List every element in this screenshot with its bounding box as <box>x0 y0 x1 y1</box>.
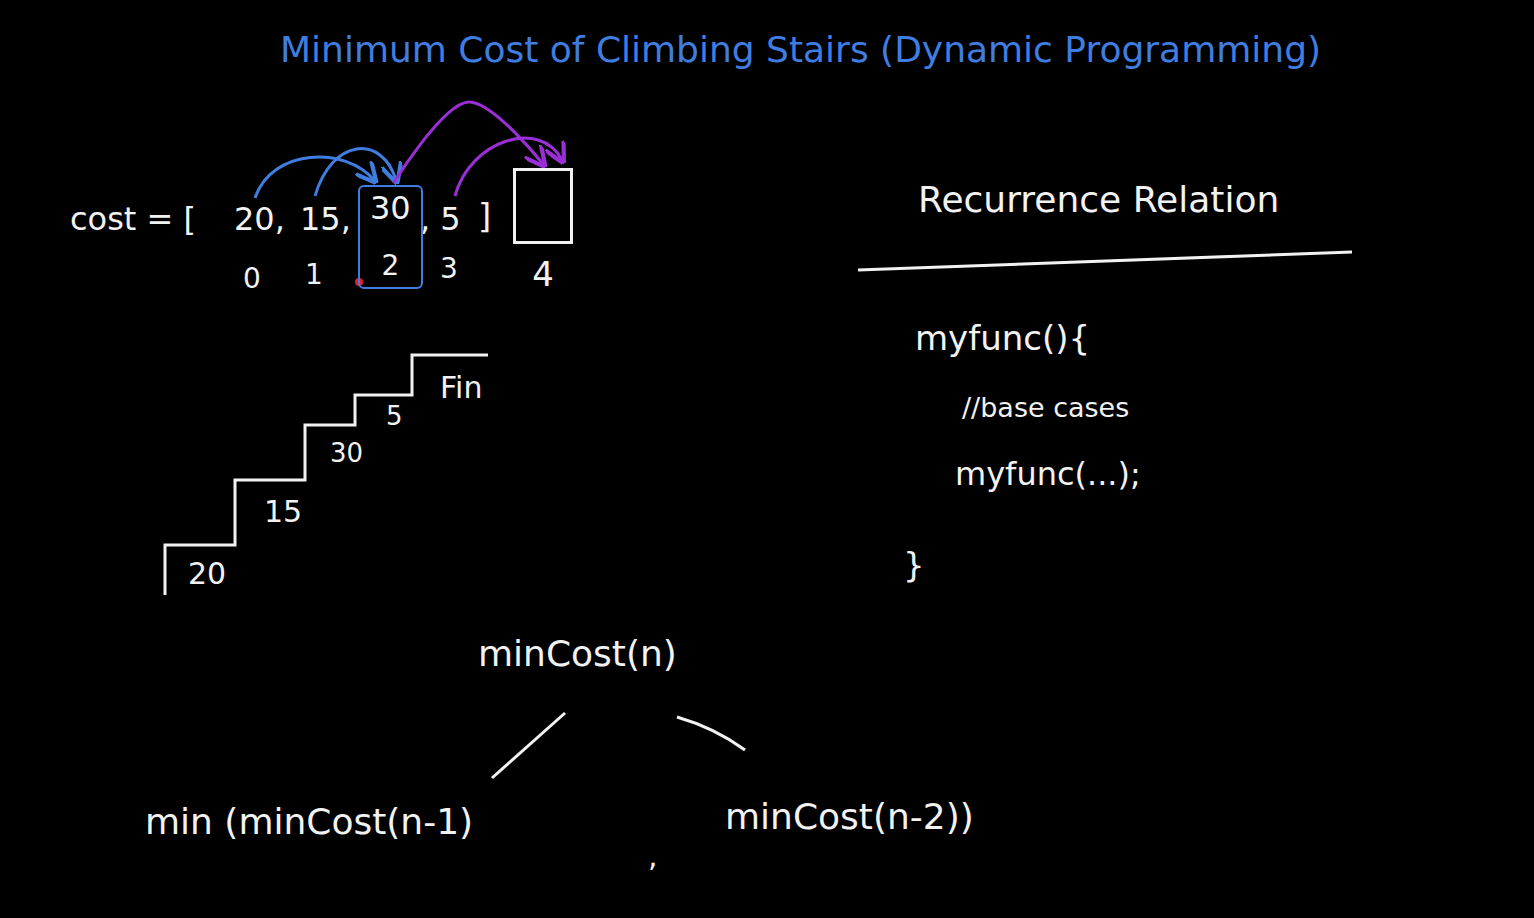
index-number: 1 <box>305 258 323 292</box>
blue-arrow <box>315 149 396 196</box>
stair-cost: 5 <box>386 401 403 432</box>
bracket-text: ] <box>478 196 491 237</box>
array-value: 20, <box>234 200 285 238</box>
array-value: 30 <box>370 189 411 227</box>
highlight-box: 30 2 <box>358 185 423 289</box>
code-line: myfunc(){ <box>915 318 1090 359</box>
empty-step-box <box>513 168 573 244</box>
array-text: cost = [ <box>70 200 196 238</box>
index-number: 2 <box>381 249 399 283</box>
title: Minimum Cost of Climbing Stairs (Dynamic… <box>280 28 1321 71</box>
target-step-box: 4 <box>513 168 573 295</box>
index-number: 0 <box>243 262 261 296</box>
underline <box>858 252 1352 270</box>
blue-arrow <box>255 157 374 198</box>
code-line: myfunc(...); <box>955 455 1141 493</box>
recurrence-term: min (minCost(n-1) <box>145 800 473 843</box>
code-line: } <box>903 545 925 586</box>
tree-branch <box>492 713 565 778</box>
stair-finish: Fin <box>440 370 482 406</box>
stairs <box>165 355 488 595</box>
section-heading: Recurrence Relation <box>918 178 1279 221</box>
code-comment: //base cases <box>962 392 1129 424</box>
stair-cost: 20 <box>188 556 226 592</box>
index-number: 4 <box>532 254 554 295</box>
array-value: , 5 <box>420 200 461 238</box>
recurrence-term: minCost(n-2)) <box>725 795 974 838</box>
recurrence-root: minCost(n) <box>478 632 677 675</box>
stair-cost: 30 <box>330 438 363 469</box>
array-value: 15, <box>300 200 351 238</box>
index-number: 3 <box>440 252 458 286</box>
stair-cost: 15 <box>264 494 302 530</box>
separator-comma: , <box>648 838 658 874</box>
tree-branch <box>677 717 745 750</box>
